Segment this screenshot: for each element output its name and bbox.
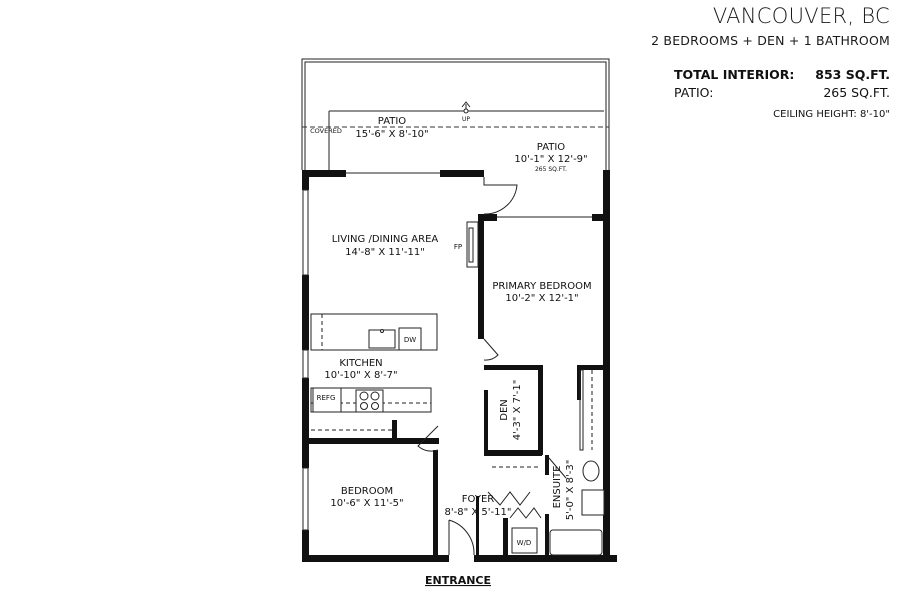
patio-row: PATIO: 265 SQ.FT. [674,85,890,103]
entrance-label: ENTRANCE [425,574,491,587]
svg-text:BEDROOM: BEDROOM [341,486,393,497]
washer-dryer-icon [511,527,538,554]
room-labels: PATIO 15'-6" X 8'-10" COVERED UP PATIO 1… [310,116,591,587]
svg-text:10'-10" X 8'-7": 10'-10" X 8'-7" [324,370,397,381]
svg-text:W/D: W/D [517,539,532,547]
area-stats: TOTAL INTERIOR: 853 SQ.FT. PATIO: 265 SQ… [674,67,890,103]
svg-text:LIVING /DINING AREA: LIVING /DINING AREA [332,234,439,245]
kitchen-fixtures [310,313,605,556]
stove-icon [355,389,384,413]
bathtub-icon [549,529,603,556]
svg-text:KITCHEN: KITCHEN [339,358,382,369]
doors [417,177,584,556]
svg-text:265 SQ.FT.: 265 SQ.FT. [535,166,567,173]
svg-text:10'-2" X 12'-1": 10'-2" X 12'-1" [505,293,578,304]
svg-text:UP: UP [462,116,470,123]
svg-text:PATIO: PATIO [378,116,407,127]
location-title: VANCOUVER, BC [712,4,890,28]
patio-label: PATIO: [674,85,714,100]
svg-text:DW: DW [404,336,416,344]
svg-text:FOYER: FOYER [462,494,495,505]
fireplace-icon [466,221,479,268]
patio-railing [301,58,610,170]
walls [302,170,617,562]
stairs-up-icon [461,101,471,114]
svg-text:PATIO: PATIO [537,142,566,153]
patio-value: 265 SQ.FT. [823,85,890,100]
svg-text:4'-3" X 7'-1": 4'-3" X 7'-1" [512,380,523,441]
svg-text:DEN: DEN [499,399,510,421]
dishwasher-icon [398,327,422,351]
unit-summary: 2 BEDROOMS + DEN + 1 BATHROOM [651,33,890,48]
fridge-icon [312,387,342,413]
total-interior-label: TOTAL INTERIOR: [674,67,795,82]
total-interior-value: 853 SQ.FT. [815,67,890,82]
svg-text:FP: FP [454,243,462,251]
toilet-icon [582,460,600,482]
svg-text:PRIMARY BEDROOM: PRIMARY BEDROOM [492,281,591,292]
svg-text:15'-6" X 8'-10": 15'-6" X 8'-10" [355,129,428,140]
svg-text:8'-8" X 5'-11": 8'-8" X 5'-11" [445,507,512,518]
svg-text:ENSUITE: ENSUITE [552,466,563,509]
total-interior-row: TOTAL INTERIOR: 853 SQ.FT. [674,67,890,85]
ceiling-height: CEILING HEIGHT: 8'-10" [773,109,890,120]
svg-text:10'-1" X 12'-9": 10'-1" X 12'-9" [514,154,587,165]
svg-text:COVERED: COVERED [310,127,342,135]
vanity-sink-icon [581,489,605,516]
svg-text:5'-0" X 8'-3": 5'-0" X 8'-3" [565,460,576,521]
svg-text:10'-6" X 11'-5": 10'-6" X 11'-5" [330,498,403,509]
svg-text:REFG: REFG [317,394,336,402]
windows [302,172,592,531]
svg-text:14'-8" X 11'-11": 14'-8" X 11'-11" [345,247,425,258]
